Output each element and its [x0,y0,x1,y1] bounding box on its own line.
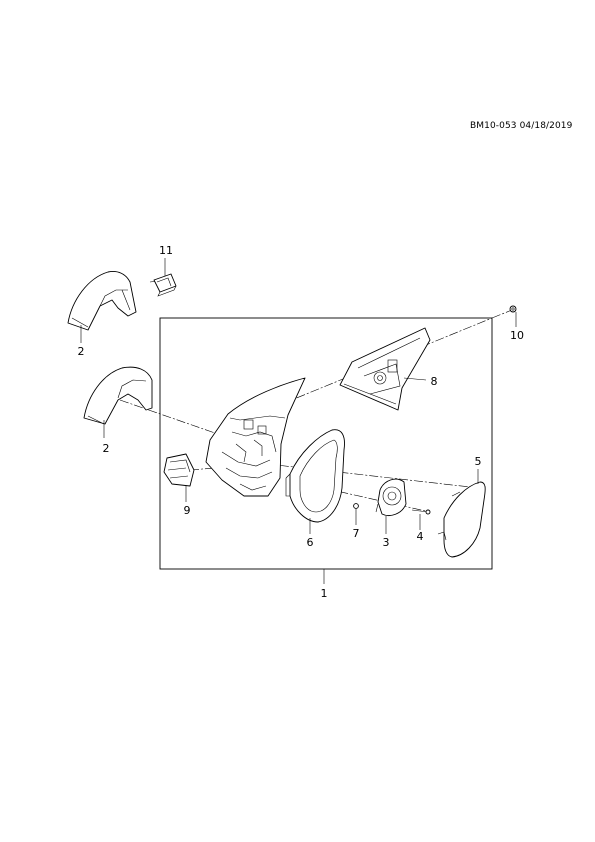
callout-5: 5 [475,455,482,468]
actuator [163,453,195,487]
document-code: BM10-053 04/18/2019 [470,121,573,131]
mounting-plate [339,327,431,411]
callout-2-lower: 2 [103,442,110,455]
callout-8: 8 [431,375,438,388]
callout-11: 11 [159,244,173,257]
assembly-box [159,317,493,570]
callout-1: 1 [321,587,328,600]
adjuster-motor [375,478,407,516]
mirror-cover-lower [83,366,153,425]
callout-6: 6 [307,536,314,549]
screw-4 [411,509,431,515]
mirror-cover-upper [67,271,137,331]
callout-10: 10 [510,329,524,342]
callout-4: 4 [417,530,424,543]
clip [509,305,517,313]
screw-7 [353,503,359,509]
mirror-frame [285,429,345,523]
mirror-glass [437,481,486,558]
small-module [153,273,177,297]
callout-2-upper: 2 [78,345,85,358]
callout-7: 7 [353,527,360,540]
callout-3: 3 [383,536,390,549]
leader-lines [80,258,517,584]
callout-9: 9 [184,504,191,517]
mirror-housing [205,377,306,497]
